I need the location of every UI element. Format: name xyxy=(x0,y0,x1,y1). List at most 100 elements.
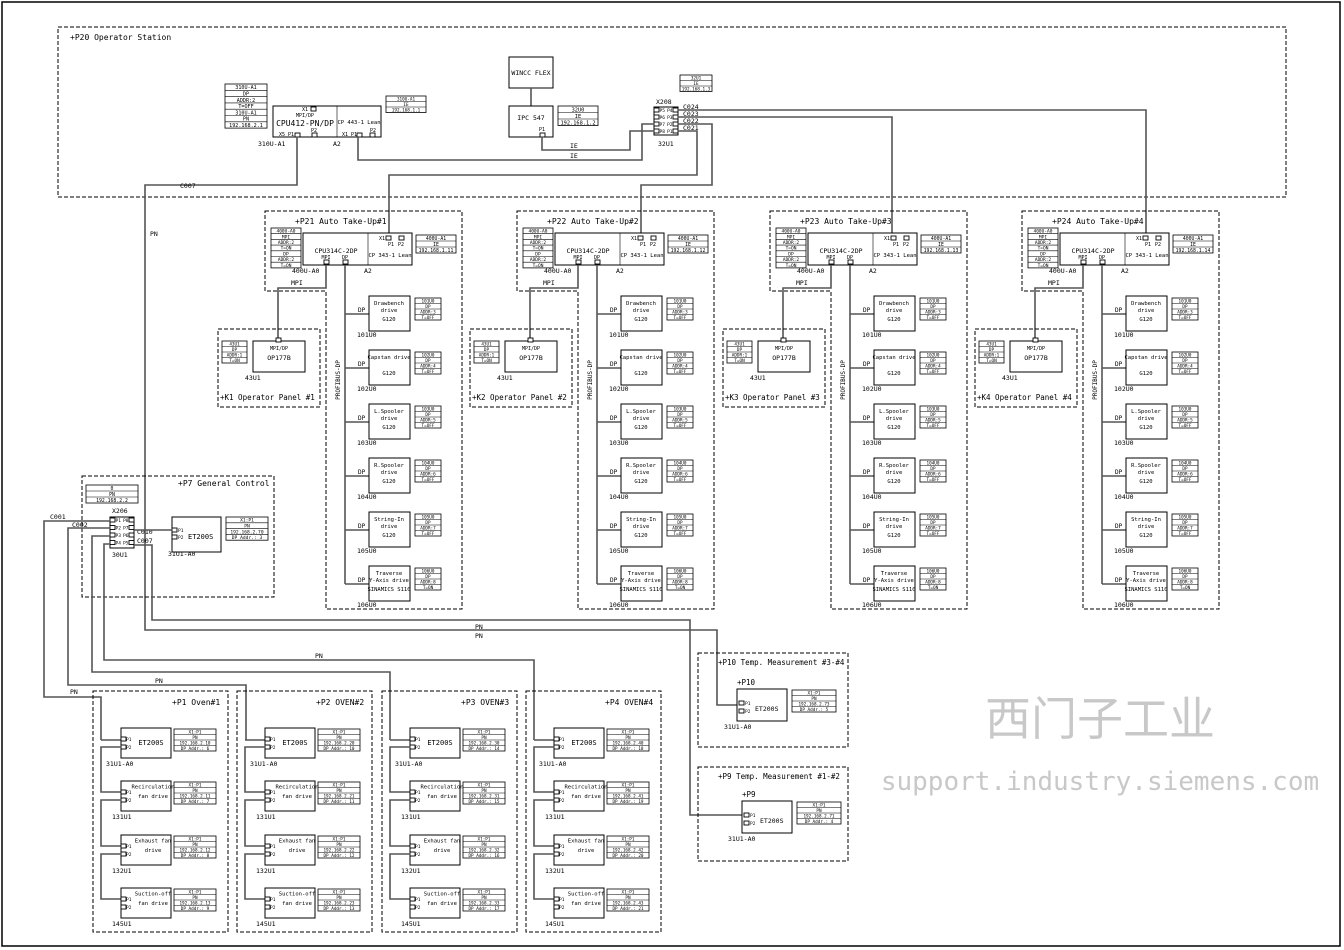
module-id: 400U-A0 xyxy=(1049,267,1076,275)
table-cell: 43U1 xyxy=(229,341,240,347)
mpi-wire xyxy=(277,265,327,341)
daisy-chain-wire xyxy=(244,799,265,847)
drive-box xyxy=(620,295,663,332)
daisy-chain-wire xyxy=(533,799,554,847)
device-box xyxy=(553,834,605,866)
table-cell: PN xyxy=(625,895,631,901)
panel-title: +P3 OVEN#3 xyxy=(461,698,509,707)
drive-label: drive xyxy=(1138,308,1155,314)
port-label: P1 xyxy=(667,129,673,135)
port-label: DP xyxy=(610,577,618,584)
drive-label: drive xyxy=(633,416,650,422)
table-cell: ADDR:5 xyxy=(672,417,688,423)
device-box xyxy=(120,727,172,759)
port-label: P6 xyxy=(660,115,666,121)
table-cell: 32U1 xyxy=(691,75,702,81)
port xyxy=(553,896,560,902)
port-label: P5 xyxy=(123,541,129,547)
port-label: X1 xyxy=(884,236,890,242)
operator-panel-enclosure xyxy=(974,328,1078,408)
drive-box xyxy=(1125,565,1168,602)
table-cell: 400U-A1 xyxy=(1183,236,1203,242)
port-label: P4 xyxy=(667,108,673,114)
table-cell: 104U0 xyxy=(674,460,687,466)
table-cell: 310U-A1 xyxy=(235,110,256,116)
port-label: DP xyxy=(610,523,618,530)
port xyxy=(109,525,116,530)
drive-id: 103U0 xyxy=(609,439,629,447)
wincc-label: WINCC FLEX xyxy=(511,69,550,77)
table-cell: 192.168.2.43 xyxy=(612,900,643,906)
table-cell: X1:P1 xyxy=(478,889,491,895)
table-cell: DP xyxy=(535,251,541,257)
take-up-panel xyxy=(769,210,968,610)
port-label: DP xyxy=(610,307,618,314)
device-label: Suction-off xyxy=(279,892,315,898)
port xyxy=(653,128,660,134)
table-cell: IE xyxy=(938,242,944,248)
port-label: P1 xyxy=(178,528,184,534)
port xyxy=(653,114,660,120)
table-cell: ADDR:8 xyxy=(1177,579,1193,585)
port-label: DP xyxy=(863,523,871,530)
port-label: DP xyxy=(1115,307,1123,314)
port xyxy=(310,106,317,112)
port xyxy=(653,121,660,127)
device-label: Suction-off xyxy=(135,892,171,898)
port xyxy=(385,235,392,241)
et200s-box xyxy=(736,688,788,722)
port-label: DP xyxy=(863,361,871,368)
port xyxy=(780,337,787,343)
table-cell: 101U0 xyxy=(1179,298,1192,304)
table-cell: T=ON xyxy=(481,358,492,364)
et200s-label: ET200S xyxy=(755,705,779,713)
cable-label: C001 xyxy=(50,513,66,521)
port-label: P7 xyxy=(123,526,129,532)
table-cell: ADDR:5 xyxy=(925,417,941,423)
drive-label: G120 xyxy=(382,479,395,485)
cpu412-table xyxy=(224,83,268,129)
table-cell: 0 xyxy=(111,486,114,492)
device-label: ET200S xyxy=(138,739,163,747)
table-cell: T=OFF xyxy=(422,423,435,429)
port xyxy=(264,789,271,795)
table-cell: 104U0 xyxy=(1179,460,1192,466)
table-cell: 192.168.2.71 xyxy=(803,813,834,819)
port-label: P2 xyxy=(398,242,404,248)
table-cell: ADDR:2 xyxy=(530,257,547,263)
table-cell: DP xyxy=(930,412,936,418)
table-cell: 192.168.2.70 xyxy=(230,529,263,535)
cp443-label: CP 443-1 Lean xyxy=(337,120,380,126)
operator-station-panel xyxy=(57,26,1287,198)
port xyxy=(128,532,135,538)
cp343-label: CP 343-1 Lean xyxy=(620,253,663,259)
table-cell: DP xyxy=(930,574,936,580)
port xyxy=(828,259,835,265)
table-cell: ADDR:6 xyxy=(1177,471,1193,477)
daisy-chain-wire xyxy=(533,746,554,793)
op177b-box xyxy=(504,340,558,373)
table-cell: ADDR:1 xyxy=(984,352,1000,358)
drive-box xyxy=(873,403,916,440)
pn-wire-p9 xyxy=(134,544,742,816)
table-cell: T=OFF xyxy=(422,315,435,321)
drive-id: 104U0 xyxy=(357,493,377,501)
port-label: P1 xyxy=(270,790,276,796)
cable-label: C022 xyxy=(683,117,699,125)
device-box xyxy=(409,780,461,812)
table-cell: PN xyxy=(336,735,342,741)
drive-box xyxy=(1125,511,1168,548)
table-cell: 102U0 xyxy=(422,352,435,358)
port-label: P2 xyxy=(311,128,317,134)
table-cell: 310U-A1 xyxy=(235,85,256,91)
table-cell: X1:P1 xyxy=(189,782,202,788)
drive-id: 101U0 xyxy=(862,331,882,339)
device-label: fan drive xyxy=(282,901,312,907)
drive-label: G120 xyxy=(887,425,900,431)
table-cell: IE xyxy=(693,81,699,87)
drive-id: 101U0 xyxy=(1114,331,1134,339)
table-cell: DP Addr.: 14 xyxy=(468,746,499,752)
table-cell: ADDR:2 xyxy=(278,257,295,263)
wire-label: PN xyxy=(475,632,483,640)
table-cell: DP xyxy=(677,520,683,526)
